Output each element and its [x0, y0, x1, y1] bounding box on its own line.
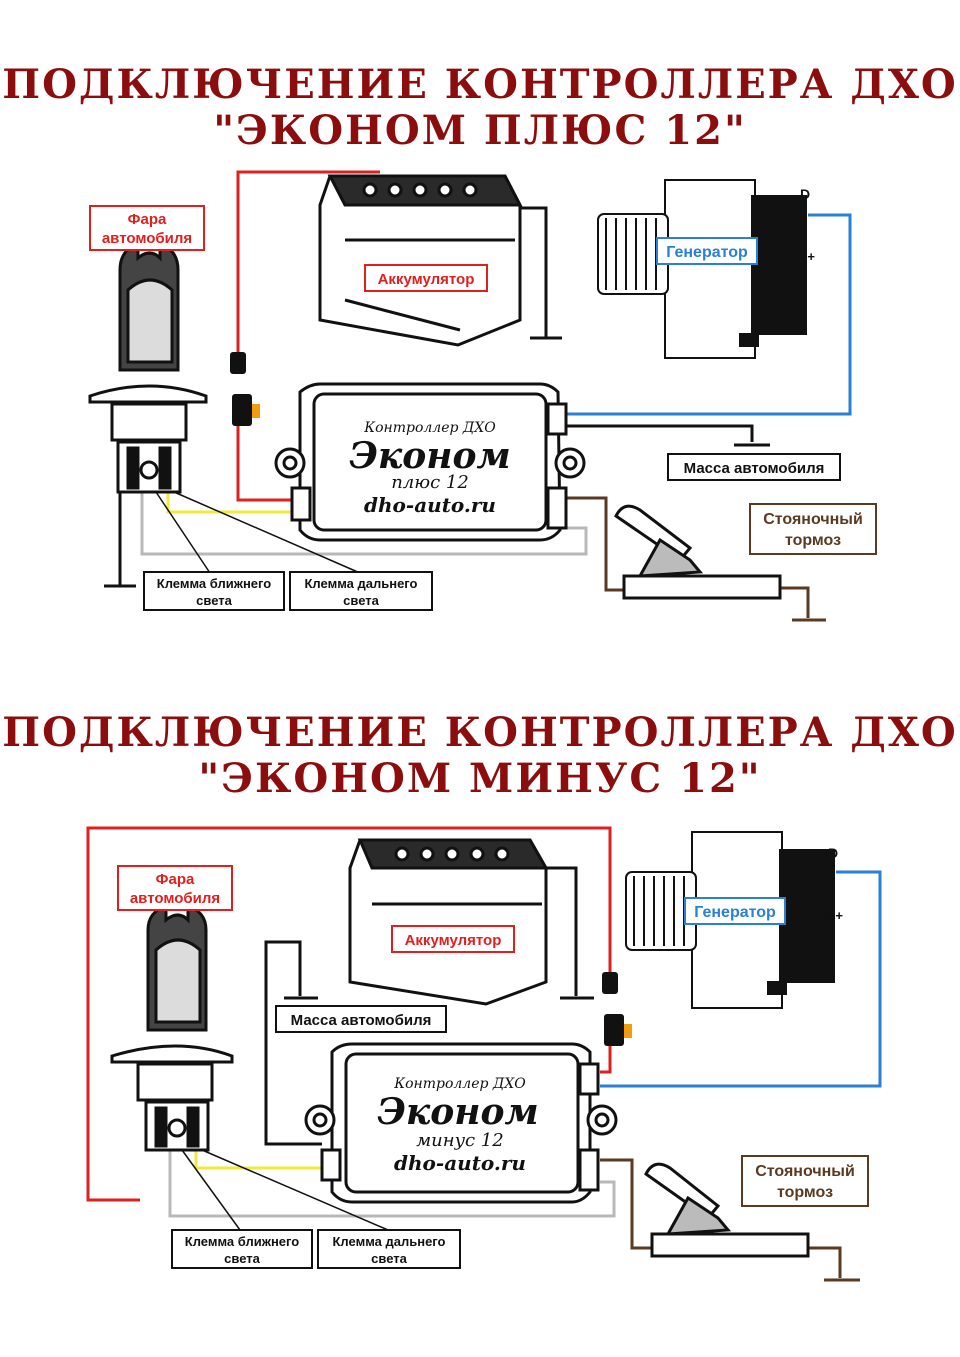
parking-brake-lever-icon [614, 504, 782, 600]
battery-icon [318, 174, 523, 347]
parking-brake-label-line1: Стояночный [763, 511, 863, 528]
controller-line1: Контроллер ДХО [363, 420, 496, 436]
wire-brown-parking-brake [566, 496, 826, 622]
wire-red-battery-plus [86, 826, 612, 1202]
high-beam-label-line2: света [371, 1251, 407, 1266]
battery-label: Аккумулятор [364, 264, 488, 292]
generator-label-text: Генератор [694, 904, 776, 921]
generator-label: Генератор [684, 897, 786, 925]
headlight-label: Фара автомобиля [117, 865, 233, 911]
high-beam-label-line2: света [343, 593, 379, 608]
parking-brake-label-line2: тормоз [777, 1184, 833, 1201]
controller-line4: dho-auto.ru [394, 1151, 526, 1175]
controller-line2: Эконом [349, 435, 511, 477]
low-beam-label-line1: Клемма ближнего [185, 1234, 299, 1249]
wire-red-battery-plus [236, 170, 380, 502]
generator-icon [597, 179, 807, 359]
high-beam-label-line1: Клемма дальнего [305, 576, 418, 591]
generator-terminal-b: B+ [826, 908, 843, 923]
generator-terminal-d: D [828, 845, 838, 861]
wire-yellow-high-beam [194, 1150, 322, 1170]
low-beam-label: Клемма ближнего света [171, 1149, 313, 1269]
high-beam-label: Клемма дальнего света [201, 1149, 461, 1269]
diagram-top-title: ПОДКЛЮЧЕНИЕ КОНТРОЛЛЕРА ДХО "ЭКОНОМ ПЛЮС… [0, 62, 960, 154]
controller-line1: Контроллер ДХО [393, 1076, 526, 1092]
diagram-bottom-title-line2: "ЭКОНОМ МИНУС 12" [198, 755, 762, 802]
parking-brake-label: Стояночный тормоз [749, 503, 877, 555]
low-beam-label: Клемма ближнего света [143, 491, 285, 611]
headlight-label-line2: автомобиля [130, 890, 220, 907]
parking-brake-label-line2: тормоз [785, 532, 841, 549]
diagram-top: D B+ Контроллер ДХО Эконом плюс 12 dho-a… [88, 170, 877, 622]
low-beam-label-line2: света [196, 593, 232, 608]
headlight-label-line2: автомобиля [102, 230, 192, 247]
high-beam-label: Клемма дальнего света [173, 491, 433, 611]
generator-label-text: Генератор [666, 244, 748, 261]
ground-label: Масса автомобиля [667, 453, 841, 481]
generator-terminal-b: B+ [798, 249, 815, 264]
headlight-bulb-icon [88, 241, 208, 494]
battery-label-text: Аккумулятор [405, 932, 502, 949]
diagram-bottom-title: ПОДКЛЮЧЕНИЕ КОНТРОЛЛЕРА ДХО "ЭКОНОМ МИНУ… [0, 710, 960, 802]
parking-brake-label: Стояночный тормоз [741, 1155, 869, 1207]
controller-line3: минус 12 [416, 1130, 504, 1151]
parking-brake-lever-icon [644, 1162, 810, 1258]
high-beam-label-line1: Клемма дальнего [333, 1234, 446, 1249]
parking-brake-label-line1: Стояночный [755, 1163, 855, 1180]
headlight-bulb-icon [110, 903, 234, 1152]
controller-box-icon [304, 1042, 618, 1204]
low-beam-label-line1: Клемма ближнего [157, 576, 271, 591]
ground-label-text: Масса автомобиля [684, 460, 825, 477]
wire-brown-parking-brake [600, 1158, 860, 1282]
headlight-label: Фара автомобиля [89, 205, 205, 251]
controller-line2: Эконом [377, 1091, 539, 1133]
battery-label-text: Аккумулятор [378, 271, 475, 288]
diagram-bottom-title-line1: ПОДКЛЮЧЕНИЕ КОНТРОЛЛЕРА ДХО [2, 709, 958, 756]
generator-terminal-d: D [800, 186, 810, 202]
diagram-bottom: D B+ Контроллер ДХО Эконом минус 12 dho-… [86, 826, 882, 1282]
wire-gray-low-beam [140, 492, 588, 556]
wire-yellow-high-beam [166, 492, 292, 514]
generator-label: Генератор [656, 237, 758, 265]
battery-label: Аккумулятор [391, 925, 515, 953]
controller-box-icon [274, 382, 586, 542]
wire-gray-low-beam [168, 1150, 616, 1218]
ground-label-text: Масса автомобиля [291, 1012, 432, 1029]
fuse-icon [230, 352, 260, 426]
diagram-top-title-line2: "ЭКОНОМ ПЛЮС 12" [213, 107, 747, 154]
wire-black-ground [264, 866, 594, 1146]
headlight-label-line1: Фара [128, 211, 167, 228]
wire-blue-generator-d [600, 870, 882, 1088]
wire-blue-generator-d [566, 213, 852, 416]
ground-label: Масса автомобиля [275, 1005, 447, 1033]
fuse-icon [602, 972, 632, 1046]
diagram-top-title-line1: ПОДКЛЮЧЕНИЕ КОНТРОЛЛЕРА ДХО [2, 61, 958, 108]
controller-line3: плюс 12 [391, 472, 469, 493]
battery-icon [348, 838, 549, 1006]
headlight-label-line1: Фара [156, 871, 195, 888]
controller-line4: dho-auto.ru [364, 493, 496, 517]
low-beam-label-line2: света [224, 1251, 260, 1266]
